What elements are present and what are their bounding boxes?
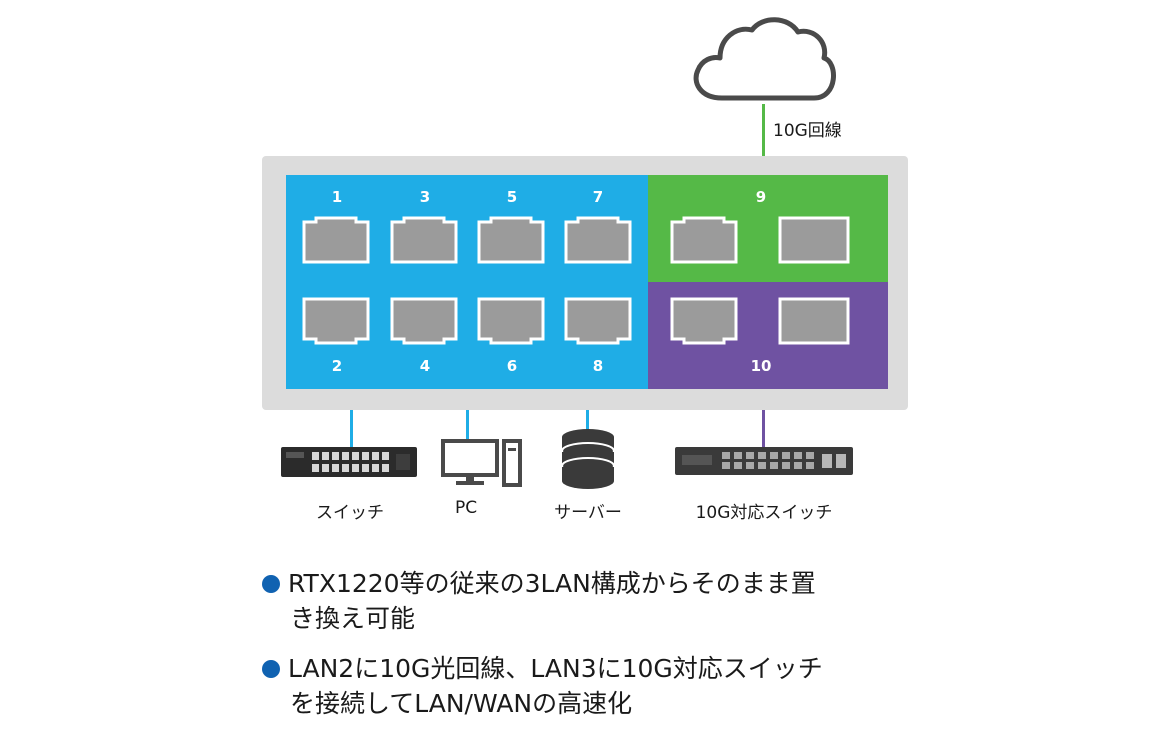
rj45-port-3	[390, 216, 458, 264]
rj45-port-4	[390, 297, 458, 345]
bullet-item-1: RTX1220等の従来の3LAN構成からそのまま置 き換え可能	[262, 566, 942, 636]
rj45-port-6	[477, 297, 545, 345]
rj45-port-5	[477, 216, 545, 264]
port-number-4: 4	[419, 357, 431, 375]
bullet-item-2: LAN2に10G光回線、LAN3に10G対応スイッチ を接続してLAN/WANの…	[262, 651, 942, 721]
port-number-6: 6	[506, 357, 518, 375]
port-number-2: 2	[331, 357, 343, 375]
bullet-2-line-2: を接続してLAN/WANの高速化	[290, 689, 633, 718]
bullet-dot-icon	[262, 575, 280, 593]
sfp-port-lan3	[778, 297, 850, 345]
sfp-port-lan2	[778, 216, 850, 264]
rj45-port-8	[564, 297, 632, 345]
rj45-port-lan3	[670, 297, 738, 345]
server-icon	[560, 428, 616, 494]
switch-10g-label: 10G対応スイッチ	[695, 503, 833, 523]
bullet-2-line-1: LAN2に10G光回線、LAN3に10G対応スイッチ	[288, 654, 823, 683]
switch-10g-icon	[674, 446, 854, 480]
port-number-1: 1	[331, 188, 343, 206]
server-line	[586, 389, 589, 433]
rj45-port-2	[302, 297, 370, 345]
rj45-port-1	[302, 216, 370, 264]
switch-line	[350, 389, 353, 447]
lan1-port-group	[286, 175, 648, 389]
switch-icon	[280, 446, 418, 482]
port-number-3: 3	[419, 188, 431, 206]
rj45-port-7	[564, 216, 632, 264]
switch-label: スイッチ	[316, 503, 384, 523]
switch10g-line	[762, 389, 765, 447]
pc-line	[466, 389, 469, 439]
wan-line-label: 10G回線	[773, 121, 842, 141]
port-number-7: 7	[592, 188, 604, 206]
rj45-port-lan2	[670, 216, 738, 264]
server-label: サーバー	[554, 503, 622, 523]
port-number-8: 8	[592, 357, 604, 375]
pc-icon	[440, 438, 524, 492]
bullet-1-line-2: き換え可能	[290, 604, 416, 633]
bullet-1-line-1: RTX1220等の従来の3LAN構成からそのまま置	[288, 569, 816, 598]
pc-label: PC	[454, 498, 478, 518]
wan-line	[762, 104, 765, 176]
cloud-icon	[686, 12, 842, 112]
bullet-dot-icon	[262, 660, 280, 678]
port-number-10: 10	[750, 357, 772, 375]
port-number-9: 9	[755, 188, 767, 206]
port-number-5: 5	[506, 188, 518, 206]
